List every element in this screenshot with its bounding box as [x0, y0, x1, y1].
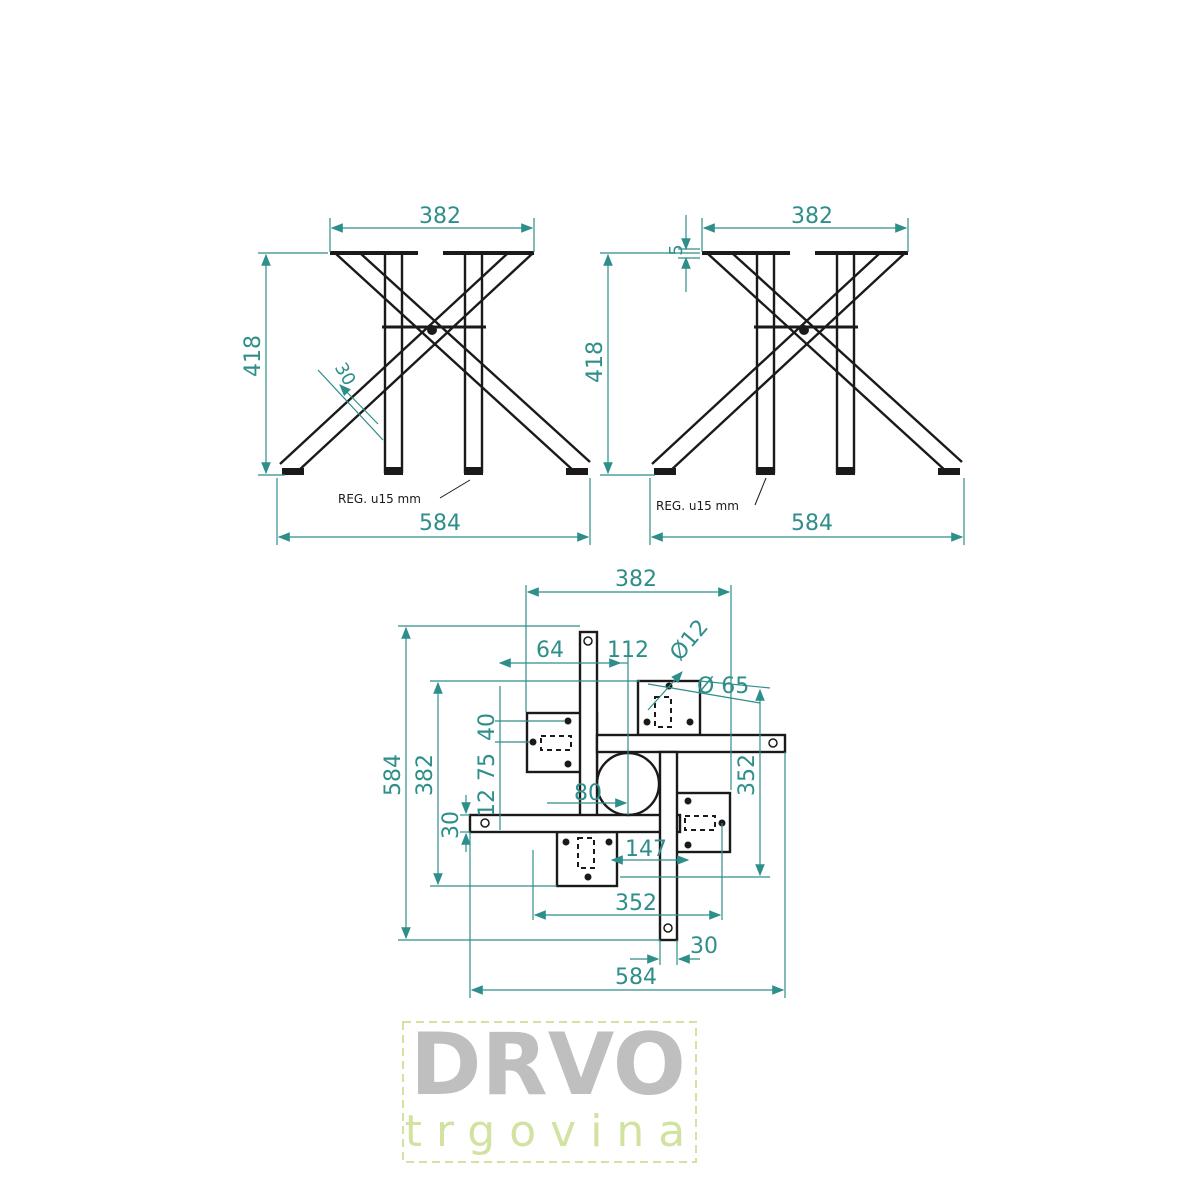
watermark-brand: DRVO	[410, 1015, 686, 1115]
watermark-sub: trgovina	[405, 1106, 700, 1157]
reg-note: REG. u15 mm	[338, 492, 421, 506]
dim-30-left: 30	[439, 811, 464, 839]
dim-584-bottom: 584	[615, 965, 657, 990]
plan-view: 382 64 112 Ø12 Ø 65 584 382 40 75 12 30 …	[381, 567, 787, 998]
dim-80: 80	[574, 781, 602, 806]
table-leg-frame	[651, 251, 963, 475]
dim-height: 418	[241, 335, 266, 377]
dim-top-width: 382	[419, 204, 461, 229]
table-leg-frame	[279, 251, 591, 475]
dim-352-right: 352	[735, 754, 760, 796]
adjuster-foot-icon	[480, 636, 778, 933]
base-frame	[468, 630, 787, 942]
dim-base-width: 584	[419, 511, 461, 536]
dim-tube: 30	[330, 359, 360, 389]
dim-top-width: 382	[791, 204, 833, 229]
dim-382-left: 382	[413, 754, 438, 796]
side-view-left: 382 418 30 REG. u15 mm 584	[241, 204, 591, 545]
watermark-logo: DRVO trgovina	[402, 1015, 700, 1163]
dim-base-width: 584	[791, 511, 833, 536]
dim-30-bottom: 30	[690, 934, 718, 959]
dim-147: 147	[625, 837, 667, 862]
dim-hole-diameter: Ø12	[665, 615, 713, 666]
dim-75: 75	[475, 753, 500, 781]
dim-584-left: 584	[381, 754, 406, 796]
dim-352-bottom: 352	[615, 891, 657, 916]
dim-40: 40	[475, 713, 500, 741]
side-view-right: 382 5 418 REG. u15 mm 584	[583, 204, 965, 545]
dim-height: 418	[583, 341, 608, 383]
dim-circle-diameter: Ø 65	[697, 674, 749, 699]
dim-top-width: 382	[615, 567, 657, 592]
reg-note: REG. u15 mm	[656, 499, 739, 513]
dim-plate-thickness: 5	[666, 244, 687, 255]
dim-12: 12	[475, 789, 500, 817]
dim-64: 64	[536, 638, 564, 663]
